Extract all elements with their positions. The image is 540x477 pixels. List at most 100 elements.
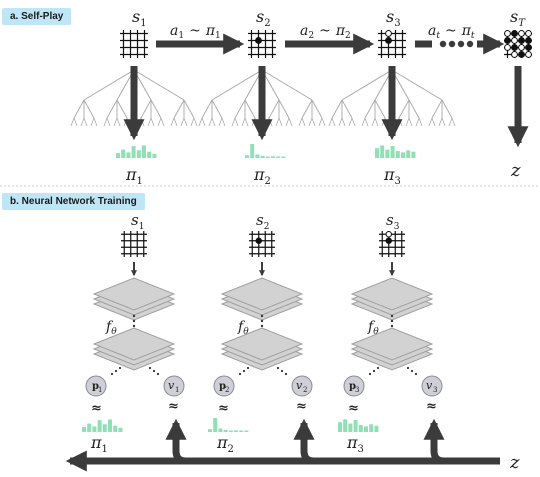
- black-stone: [518, 37, 525, 44]
- pv-outputs-2: [213, 366, 313, 397]
- tree-edge: [133, 69, 185, 101]
- tree-edge: [160, 117, 165, 127]
- value-output-circle: [421, 375, 443, 397]
- policy-bar: [265, 156, 270, 158]
- tree-edge: [431, 117, 436, 127]
- black-stone: [518, 51, 525, 58]
- dot: [156, 372, 160, 376]
- policy-bar: [358, 425, 363, 432]
- tree-edge: [261, 69, 313, 101]
- pv-outputs-1: [85, 366, 185, 397]
- policy-bar: [102, 424, 107, 432]
- board-s2: [248, 30, 276, 58]
- policy-bar: [406, 150, 411, 158]
- tree-edge: [415, 117, 420, 127]
- tree-edge: [150, 117, 155, 127]
- white-stone: [525, 30, 532, 37]
- network-label-2: fθ: [237, 319, 249, 337]
- dot: [368, 372, 372, 376]
- tree-edge: [173, 99, 185, 119]
- network-layer: [220, 277, 304, 311]
- tree-edge: [211, 69, 263, 101]
- policy-bar: [218, 428, 223, 432]
- svg-text:1: 1: [175, 386, 179, 394]
- tree-edge: [301, 117, 306, 127]
- black-stone: [255, 237, 262, 244]
- action-label-1: a1~π1: [170, 23, 221, 41]
- approx-v-1: ≈: [168, 399, 179, 414]
- black-stone: [525, 37, 532, 44]
- train-state-label-1: s1: [131, 211, 144, 232]
- approx-p-2: ≈: [218, 401, 229, 416]
- policy-bar: [152, 153, 157, 158]
- policy-bar: [97, 420, 102, 432]
- policy-bar: [213, 418, 218, 432]
- policy-bar: [255, 154, 260, 158]
- policy-bar: [208, 429, 212, 432]
- tree-edge: [348, 117, 353, 127]
- policy-bar: [82, 427, 86, 432]
- tree-edge: [318, 117, 323, 127]
- policy-bar: [244, 430, 249, 432]
- policy-bar: [395, 151, 400, 158]
- dot: [110, 372, 114, 376]
- pv-outputs-3: [343, 366, 443, 397]
- svg-text:v: v: [296, 379, 303, 392]
- tree-edge: [448, 117, 453, 127]
- action-label-2: a2~π2: [300, 23, 351, 41]
- tree-edge: [83, 69, 135, 101]
- tree-edge: [398, 117, 403, 127]
- policy-bar: [250, 144, 255, 158]
- tree-edge: [201, 99, 213, 119]
- network-layer: [220, 327, 304, 361]
- white-stone: [525, 51, 532, 58]
- pi-label-1: π1: [125, 165, 143, 187]
- black-stone: [385, 237, 392, 244]
- dot: [414, 372, 418, 376]
- tree-edge: [308, 117, 313, 127]
- svg-text:p: p: [219, 381, 226, 392]
- tree-edge: [328, 117, 333, 127]
- dot: [242, 369, 246, 373]
- tree-edge: [173, 117, 178, 127]
- policy-bar: [142, 145, 146, 158]
- tree-edge: [231, 117, 236, 127]
- policy-bar: [113, 425, 118, 432]
- policy-bar: [375, 148, 379, 158]
- dot: [372, 369, 376, 373]
- tree-edge: [268, 117, 273, 127]
- dot: [114, 369, 118, 373]
- state-label-3: s3: [386, 7, 401, 29]
- train-board-s3: [379, 231, 405, 257]
- white-stone: [504, 44, 511, 51]
- dot: [132, 314, 136, 318]
- white-stone: [511, 51, 518, 58]
- policy-bar: [276, 156, 281, 158]
- network-layer: [92, 277, 176, 311]
- tree-edge: [116, 99, 128, 119]
- pi-label-3: π3: [383, 165, 401, 187]
- tree-edge: [83, 117, 88, 127]
- svg-text:v: v: [168, 379, 175, 392]
- tree-edge: [183, 99, 195, 119]
- network-layer: [350, 327, 434, 361]
- tree-edge: [83, 99, 95, 119]
- dot: [410, 369, 414, 373]
- policy-bar: [87, 423, 92, 432]
- white-stone: [511, 37, 518, 44]
- policy-bar: [228, 430, 233, 432]
- tree-edge: [361, 117, 366, 127]
- white-stone: [504, 30, 511, 37]
- policy-bar: [343, 419, 348, 432]
- dot: [260, 314, 264, 318]
- policy-bar: [126, 152, 131, 158]
- dot: [390, 314, 394, 318]
- train-policy-bars-1: [82, 419, 123, 432]
- tree-edge: [90, 117, 95, 127]
- tree-edge: [193, 117, 198, 127]
- train-board-s2: [249, 231, 275, 257]
- policy-bar: [121, 149, 126, 158]
- train-pi-label-1: π1: [90, 433, 108, 455]
